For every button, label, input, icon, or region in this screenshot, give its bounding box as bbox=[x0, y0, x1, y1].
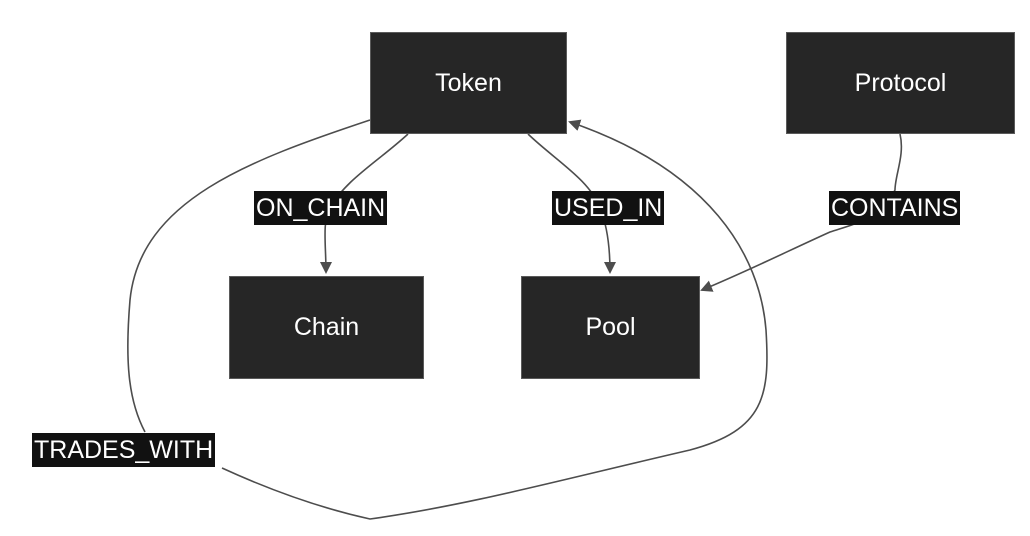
node-token[interactable]: Token bbox=[370, 32, 567, 134]
edge-label-contains: CONTAINS bbox=[829, 191, 961, 225]
edge-trades-with bbox=[127, 120, 768, 520]
node-pool[interactable]: Pool bbox=[521, 276, 700, 379]
edge-contains bbox=[700, 133, 903, 292]
node-protocol[interactable]: Protocol bbox=[786, 32, 1015, 134]
node-chain[interactable]: Chain bbox=[229, 276, 424, 379]
edge-label-trades-with: TRADES_WITH bbox=[32, 433, 216, 467]
edge-label-used-in: USED_IN bbox=[552, 191, 665, 225]
edge-label-on-chain: ON_CHAIN bbox=[254, 191, 388, 225]
